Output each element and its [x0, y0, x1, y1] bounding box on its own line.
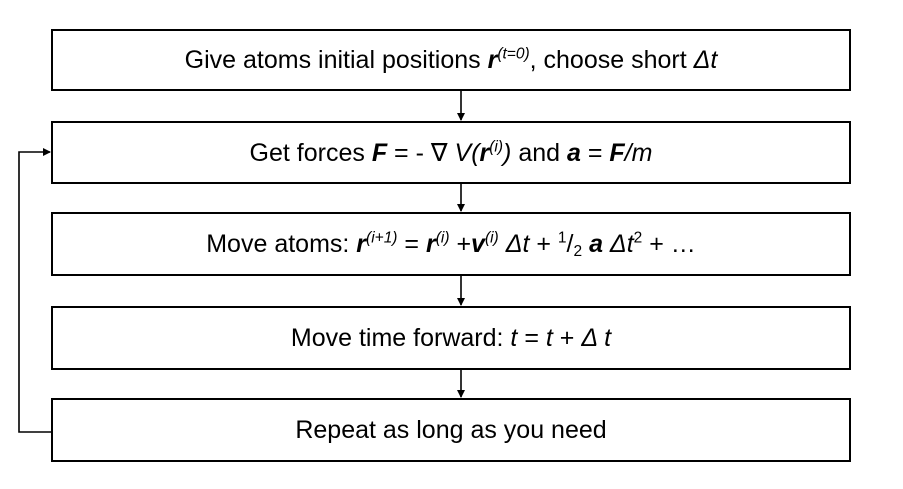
formula-part: Δt: [693, 45, 718, 74]
formula-part: = - ∇: [387, 138, 455, 167]
formula-part: Repeat as long as you need: [295, 415, 607, 444]
formula-part: t: [510, 323, 518, 352]
step-text-repeat: Repeat as long as you need: [295, 416, 606, 445]
step-text-move-time: Move time forward: t = t + Δ t: [291, 324, 611, 353]
formula-part: V(: [454, 138, 480, 167]
formula-part: and: [511, 138, 567, 167]
formula-part: +: [552, 323, 582, 352]
step-box-move-time: Move time forward: t = t + Δ t: [51, 306, 851, 370]
formula-part: +: [449, 229, 472, 258]
loop-back-arrow: [18, 148, 51, 433]
formula-part: (i): [489, 137, 504, 155]
step-box-forces: Get forces F = - ∇ V(r(i)) and a = F/m: [51, 121, 851, 184]
formula-part: t: [545, 323, 553, 352]
step-text-move-atoms: Move atoms: r(i+1) = r(i) +v(i) Δt + 1/2…: [206, 230, 696, 259]
formula-part: F: [371, 138, 388, 167]
step-box-repeat: Repeat as long as you need: [51, 398, 851, 462]
formula-part: Give atoms initial positions: [184, 45, 488, 74]
formula-part: +: [529, 229, 558, 258]
formula-part: ): [503, 138, 512, 167]
formula-part: r: [479, 138, 490, 167]
formula-part: Δt: [609, 229, 634, 258]
formula-part: (i): [435, 228, 450, 246]
step-box-move-atoms: Move atoms: r(i+1) = r(i) +v(i) Δt + 1/2…: [51, 212, 851, 276]
formula-part: Move time forward:: [290, 323, 511, 352]
formula-part: a: [589, 229, 603, 258]
formula-part: 2: [633, 228, 643, 246]
formula-part: a: [566, 138, 581, 167]
formula-part: (i): [484, 228, 499, 246]
formula-part: =: [580, 138, 610, 167]
formula-part: =: [517, 323, 546, 352]
formula-part: , choose short: [529, 45, 694, 74]
formula-part: r: [356, 229, 367, 258]
formula-part: v: [471, 229, 485, 258]
formula-part: 1: [557, 228, 567, 246]
formula-part: [603, 230, 610, 258]
step-text-init: Give atoms initial positions r(t=0), cho…: [185, 46, 718, 75]
formula-part: (t=0): [497, 44, 530, 62]
formula-part: =: [397, 229, 426, 258]
formula-part: [499, 230, 506, 258]
formula-part: 2: [573, 242, 583, 260]
formula-part: F: [609, 138, 625, 167]
formula-part: /: [566, 229, 574, 258]
step-text-forces: Get forces F = - ∇ V(r(i)) and a = F/m: [250, 138, 653, 168]
formula-part: Get forces: [249, 138, 372, 167]
formula-part: r: [487, 45, 498, 74]
formula-part: r: [425, 229, 436, 258]
formula-part: Move atoms:: [206, 229, 357, 258]
formula-part: Δ t: [581, 323, 612, 352]
step-box-init: Give atoms initial positions r(t=0), cho…: [51, 29, 851, 91]
formula-part: + …: [642, 229, 696, 258]
formula-part: (i+1): [366, 228, 398, 246]
formula-part: /m: [624, 138, 653, 167]
formula-part: Δt: [505, 229, 530, 258]
